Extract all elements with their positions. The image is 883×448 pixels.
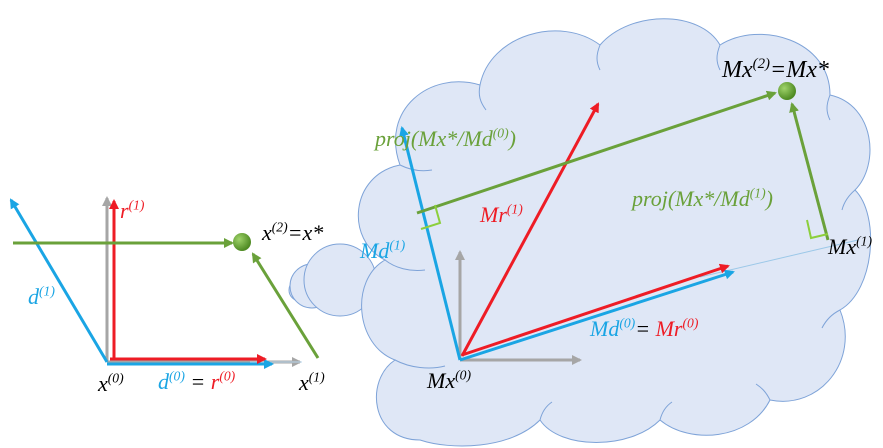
label-mr1: Mr(1)	[480, 201, 523, 227]
label-x1: x(1)	[299, 369, 325, 395]
label-d0-equals-r0: d(0) = r(0)	[158, 368, 236, 394]
label-x2-equals-xstar: x(2)=x*	[262, 219, 324, 245]
label-d1: d(1)	[28, 283, 55, 309]
right-right-angle-marker-0	[420, 204, 442, 230]
right-proj0-arrow	[416, 90, 777, 215]
right-right-angle-marker-1	[806, 219, 829, 240]
label-md0-equals-mr0: Md(0)= Mr(0)	[590, 315, 699, 341]
left-d1-vector	[9, 198, 109, 363]
right-mr0-vector	[461, 263, 730, 357]
right-md1-vector	[399, 126, 462, 361]
label-mx2-equals-mxstar: Mx(2)=Mx*	[722, 56, 829, 83]
thought-cloud	[288, 18, 872, 447]
label-proj-md1: proj(Mx*/Md(1))	[632, 185, 773, 211]
label-mx0: Mx(0)	[427, 367, 471, 393]
left-x1-to-xstar-arrow	[251, 252, 320, 359]
label-md1: Md(1)	[360, 237, 406, 263]
right-mxstar-point	[778, 82, 796, 100]
label-proj-md0: proj(Mx*/Md(0))	[375, 125, 516, 151]
right-mr1-vector	[460, 102, 600, 357]
label-x0: x(0)	[98, 370, 124, 396]
label-mx1: Mx(1)	[828, 233, 872, 259]
label-r1: r(1)	[120, 197, 145, 223]
right-md0-vector	[459, 269, 735, 362]
left-xstar-point	[233, 233, 251, 251]
right-proj1-arrow	[789, 102, 830, 241]
